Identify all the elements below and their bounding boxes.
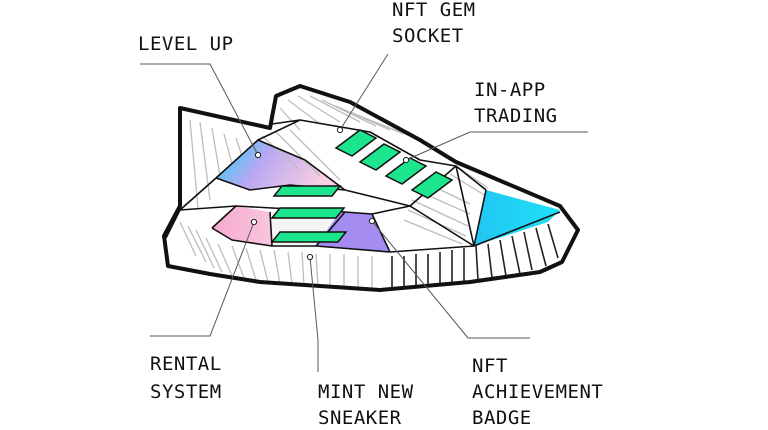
mint-dot: [306, 253, 314, 261]
label-level-up: LEVEL UP: [138, 33, 234, 55]
label-rental-system-2: SYSTEM: [150, 381, 222, 403]
level-up-dot: [254, 151, 262, 159]
label-nft-gem-socket-2: SOCKET: [392, 25, 464, 47]
midsole-hatching: [179, 221, 373, 288]
level-up-panel: [216, 140, 345, 190]
badge-dot: [368, 217, 376, 225]
callout-labels: LEVEL UP NFT GEM SOCKET IN-APP TRADING R…: [138, 0, 603, 429]
label-in-app-trading-1: IN-APP: [474, 79, 546, 101]
rental-dot: [250, 218, 258, 226]
sneaker-seams: [165, 119, 561, 253]
rental-panel: [212, 206, 272, 246]
gem-socket-dot: [336, 126, 344, 134]
label-nft-achievement-badge-1: NFT: [472, 355, 508, 377]
label-rental-system-1: RENTAL: [150, 353, 222, 375]
laces: [270, 129, 454, 243]
heel-hatching: [189, 95, 417, 209]
label-nft-achievement-badge-3: BADGE: [472, 407, 532, 429]
anchor-dots: [250, 126, 410, 261]
label-mint-new-sneaker-2: SNEAKER: [318, 407, 402, 429]
label-in-app-trading-2: TRADING: [474, 105, 558, 127]
outsole-ribs: [391, 223, 559, 288]
label-nft-achievement-badge-2: ACHIEVEMENT: [472, 381, 603, 403]
toe-panel: [474, 190, 560, 246]
sneaker-outline: [162, 84, 580, 292]
leader-lines: [140, 53, 588, 372]
label-nft-gem-socket-1: NFT GEM: [392, 0, 476, 21]
label-mint-new-sneaker-1: MINT NEW: [318, 381, 414, 403]
trading-dot: [402, 156, 410, 164]
